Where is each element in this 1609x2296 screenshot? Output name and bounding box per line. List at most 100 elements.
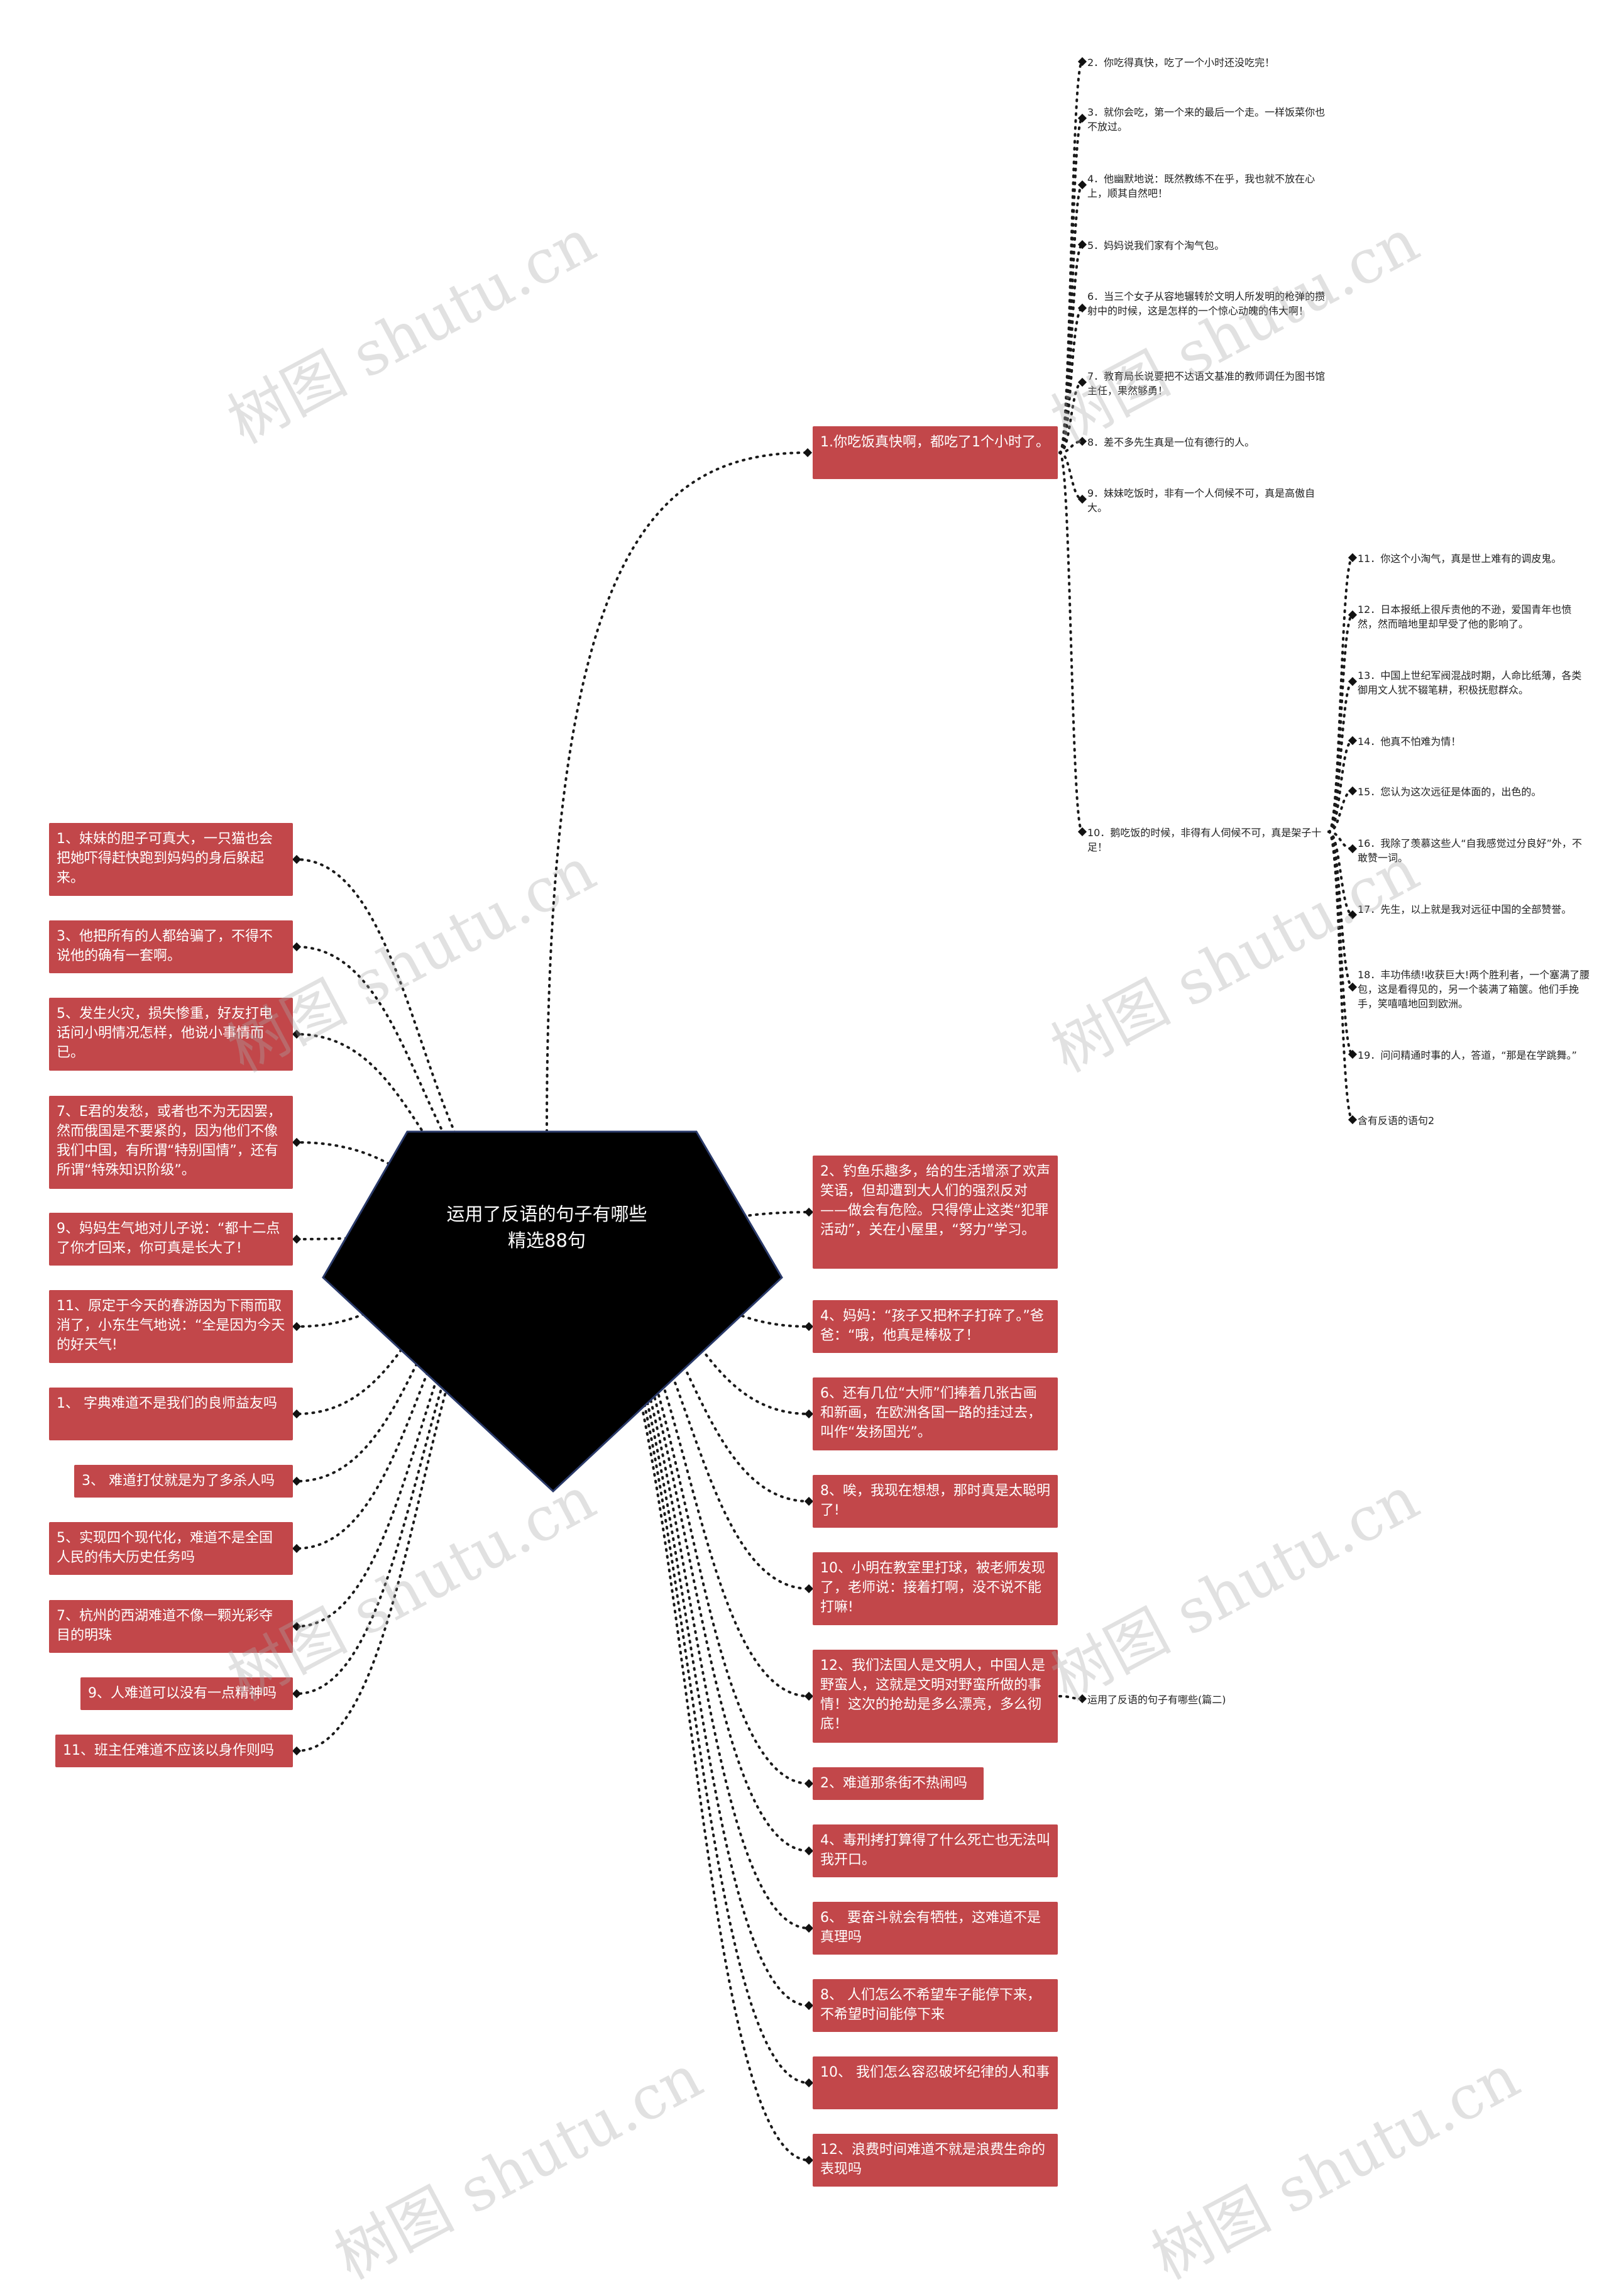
connector-line (295, 1225, 548, 1550)
watermark: 树图 shutu.cn (324, 2041, 713, 2293)
connector-dot (1348, 1049, 1358, 1059)
leaf-node[interactable]: 9．妹妹吃饭时，非有一个人伺候不可，真是高傲自大。 (1087, 486, 1326, 515)
left-node-label: 1、 字典难道不是我们的良师益友吗 (57, 1396, 277, 1411)
subleaf-text: 17．先生，以上就是我对远征中国的全部赞誉。 (1358, 903, 1572, 915)
connector-dot (804, 1207, 814, 1217)
left-node[interactable]: 7、E君的发愁，或者也不为无因罢，然而俄国是不要紧的，因为他们不像我们中国，有所… (49, 1096, 293, 1189)
connector-dot (292, 1029, 302, 1039)
subleaf-text: 11．你这个小淘气，真是世上难有的调皮鬼。 (1358, 553, 1562, 565)
leaf-text: 7．教育局长说要把不达语文基准的教师调任为图书馆主任，果然够勇！ (1087, 370, 1326, 397)
right-node-label: 10、 我们怎么容忍破坏纪律的人和事 (820, 2065, 1050, 2080)
left-node[interactable]: 1、 字典难道不是我们的良师益友吗 (49, 1388, 293, 1440)
subleaf-node[interactable]: 14．他真不怕难为情！ (1358, 734, 1590, 749)
left-node-label: 1、妹妹的胆子可真大，一只猫也会把她吓得赶快跑到妈妈的身后躲起来。 (57, 831, 273, 886)
connector-dot (804, 1322, 814, 1332)
connector-dot (804, 1409, 814, 1419)
root-topic[interactable]: 运用了反语的句子有哪些 精选88句 (390, 1201, 704, 1254)
subleaf-text: 12．日本报纸上很斥责他的不逊，爱国青年也愤然，然而暗地里却早受了他的影响了。 (1358, 604, 1572, 630)
right-node-label: 4、妈妈：“孩子又把杯子打碎了。”爸爸：“哦，他真是棒极了！ (820, 1308, 1044, 1344)
connector-dot (1077, 303, 1087, 313)
subleaf-node[interactable]: 19．问问精通时事的人，答道，“那是在学跳舞。” (1358, 1048, 1590, 1062)
subleaf-text: 13．中国上世纪军阀混战时期，人命比纸薄，各类御用文人犹不辍笔耕，积极抚慰群众。 (1358, 670, 1582, 696)
left-node[interactable]: 3、他把所有的人都给骗了，不得不说他的确有一套啊。 (49, 920, 293, 973)
connector-line (1327, 790, 1354, 833)
left-node[interactable]: 7、杭州的西湖难道不像一颗光彩夺目的明珠 (49, 1600, 293, 1653)
left-node[interactable]: 1、妹妹的胆子可真大，一只猫也会把她吓得赶快跑到妈妈的身后躲起来。 (49, 823, 293, 896)
left-node-label: 11、原定于今天的春游因为下雨而取消了，小东生气地说：“全是因为今天的好天气! (57, 1298, 285, 1353)
leaf-node[interactable]: 6．当三个女子从容地辗转於文明人所发明的枪弹的攒射中的时候，这是怎样的一个惊心动… (1087, 289, 1326, 318)
connector-line (1058, 1695, 1084, 1700)
connector-dot (1077, 436, 1087, 446)
subleaf-node[interactable]: 15．您认为这次远征是体面的，出色的。 (1358, 785, 1590, 799)
connector-dot (1348, 676, 1358, 687)
connector-line (295, 1225, 548, 1628)
connector-line (564, 1244, 810, 1852)
subleaf-node[interactable]: 11．你这个小淘气，真是世上难有的调皮鬼。 (1358, 551, 1590, 566)
left-node[interactable]: 11、班主任难道不应该以身作则吗 (55, 1735, 293, 1767)
connector-dot (1077, 1694, 1087, 1704)
right-node[interactable]: 10、小明在教室里打球，被老师发现了，老师说：接着打啊，没不说不能打嘛! (813, 1552, 1058, 1625)
left-node-label: 9、人难道可以没有一点精神吗 (88, 1686, 277, 1701)
connector-dot (292, 1322, 302, 1332)
connector-line (564, 1244, 810, 1328)
right-node[interactable]: 4、毒刑拷打算得了什么死亡也无法叫我开口。 (813, 1824, 1058, 1877)
subleaf-node[interactable]: 12．日本报纸上很斥责他的不逊，爱国青年也愤然，然而暗地里却早受了他的影响了。 (1358, 602, 1590, 631)
leaf-text: 2．你吃得真快，吃了一个小时还没吃完！ (1087, 57, 1275, 69)
left-node[interactable]: 5、实现四个现代化，难道不是全国人民的伟大历史任务吗 (49, 1522, 293, 1575)
connector-line (1327, 831, 1354, 916)
leaf-node[interactable]: 10．鹅吃饭的时候，非得有人伺候不可，真是架子十足！ (1087, 825, 1326, 854)
connector-line (1058, 117, 1084, 454)
right-node[interactable]: 2、钓鱼乐趣多，给的生活增添了欢声笑语，但却遭到大人们的强烈反对——做会有危险。… (813, 1156, 1058, 1269)
subleaf-node[interactable]: 13．中国上世纪军阀混战时期，人命比纸薄，各类御用文人犹不辍笔耕，积极抚慰群众。 (1358, 668, 1590, 697)
subleaf-text: 15．您认为这次远征是体面的，出色的。 (1358, 786, 1542, 798)
branch-node-top[interactable]: 1.你吃饭真快啊，都吃了1个小时了。 (813, 426, 1058, 479)
right-node[interactable]: 2、难道那条街不热闹吗 (813, 1767, 984, 1800)
left-node-label: 5、实现四个现代化，难道不是全国人民的伟大历史任务吗 (57, 1530, 273, 1565)
watermark: 树图 shutu.cn (217, 205, 607, 458)
leaf-text: 9．妹妹吃饭时，非有一个人伺候不可，真是高傲自大。 (1087, 487, 1315, 514)
right-node[interactable]: 6、还有几位“大师”们捧着几张古画和新画，在欧洲各国一路的挂过去，叫作“发扬国光… (813, 1377, 1058, 1450)
left-node[interactable]: 3、 难道打仗就是为了多杀人吗 (74, 1465, 293, 1498)
leaf-node[interactable]: 7．教育局长说要把不达语文基准的教师调任为图书馆主任，果然够勇！ (1087, 369, 1326, 398)
subleaf-node[interactable]: 18．丰功伟绩!收获巨大!两个胜利者，一个塞满了腰包，这是看得见的，另一个装满了… (1358, 968, 1590, 1011)
left-node-label: 7、杭州的西湖难道不像一颗光彩夺目的明珠 (57, 1608, 273, 1643)
right-node[interactable]: 12、我们法国人是文明人，中国人是野蛮人，这就是文明对野蛮所做的事情！这次的抢劫… (813, 1650, 1058, 1743)
right-node[interactable]: 6、 要奋斗就会有牺牲，这难道不是真理吗 (813, 1902, 1058, 1955)
connector-line (1327, 831, 1354, 1056)
left-node[interactable]: 11、原定于今天的春游因为下雨而取消了，小东生气地说：“全是因为今天的好天气! (49, 1290, 293, 1363)
subleaf-text: 14．他真不怕难为情！ (1358, 736, 1461, 748)
connector-dot (804, 2155, 814, 2165)
leaf-node[interactable]: 3．就你会吃，第一个来的最后一个走。一样饭菜你也不放过。 (1087, 105, 1326, 134)
connector-line (564, 1244, 810, 2161)
connector-dot (1077, 827, 1087, 837)
leaf-text: 6．当三个女子从容地辗转於文明人所发明的枪弹的攒射中的时候，这是怎样的一个惊心动… (1087, 290, 1326, 317)
right-node[interactable]: 8、 人们怎么不希望车子能停下来，不希望时间能停下来 (813, 1979, 1058, 2032)
connector-line (564, 1244, 810, 2084)
right-extra-node[interactable]: 运用了反语的句子有哪些(篇二) (1087, 1692, 1314, 1707)
connector-dot (292, 854, 302, 864)
connector-line (295, 946, 548, 1227)
connector-line (1058, 451, 1084, 833)
right-node[interactable]: 8、唉，我现在想想，那时真是太聪明了! (813, 1475, 1058, 1528)
right-node[interactable]: 4、妈妈：“孩子又把杯子打碎了。”爸爸：“哦，他真是棒极了！ (813, 1300, 1058, 1353)
leaf-node[interactable]: 2．你吃得真快，吃了一个小时还没吃完！ (1087, 55, 1326, 70)
subleaf-node[interactable]: 16．我除了羡慕这些人“自我感觉过分良好”外，不敢赞一词。 (1358, 836, 1590, 865)
connector-dot (1348, 610, 1358, 620)
leaf-node[interactable]: 4．他幽默地说：既然教练不在乎，我也就不放在心上，顺其自然吧！ (1087, 172, 1326, 201)
right-extra-text: 运用了反语的句子有哪些(篇二) (1087, 1694, 1226, 1706)
right-node[interactable]: 12、浪费时间难道不就是浪费生命的表现吗 (813, 2134, 1058, 2187)
connector-line (564, 1244, 810, 1415)
connector-line (295, 1225, 548, 1752)
left-node[interactable]: 9、人难道可以没有一点精神吗 (80, 1677, 293, 1710)
connector-line (1327, 556, 1354, 833)
leaf-node[interactable]: 5．妈妈说我们家有个淘气包。 (1087, 238, 1326, 253)
watermark: 树图 shutu.cn (1040, 205, 1430, 458)
left-node[interactable]: 5、发生火灾，损失惨重，好友打电话问小明情况怎样，他说小事情而已。 (49, 998, 293, 1071)
connector-dot (1077, 240, 1087, 250)
subleaf-node[interactable]: 含有反语的语句2 (1358, 1113, 1590, 1128)
leaf-node[interactable]: 8．差不多先生真是一位有德行的人。 (1087, 435, 1326, 450)
left-node-label: 5、发生火灾，损失惨重，好友打电话问小明情况怎样，他说小事情而已。 (57, 1006, 273, 1061)
subleaf-node[interactable]: 17．先生，以上就是我对远征中国的全部赞誉。 (1358, 902, 1590, 917)
right-node[interactable]: 10、 我们怎么容忍破坏纪律的人和事 (813, 2056, 1058, 2109)
left-node[interactable]: 9、妈妈生气地对儿子说：“都十二点了你才回来，你可真是长大了! (49, 1213, 293, 1266)
